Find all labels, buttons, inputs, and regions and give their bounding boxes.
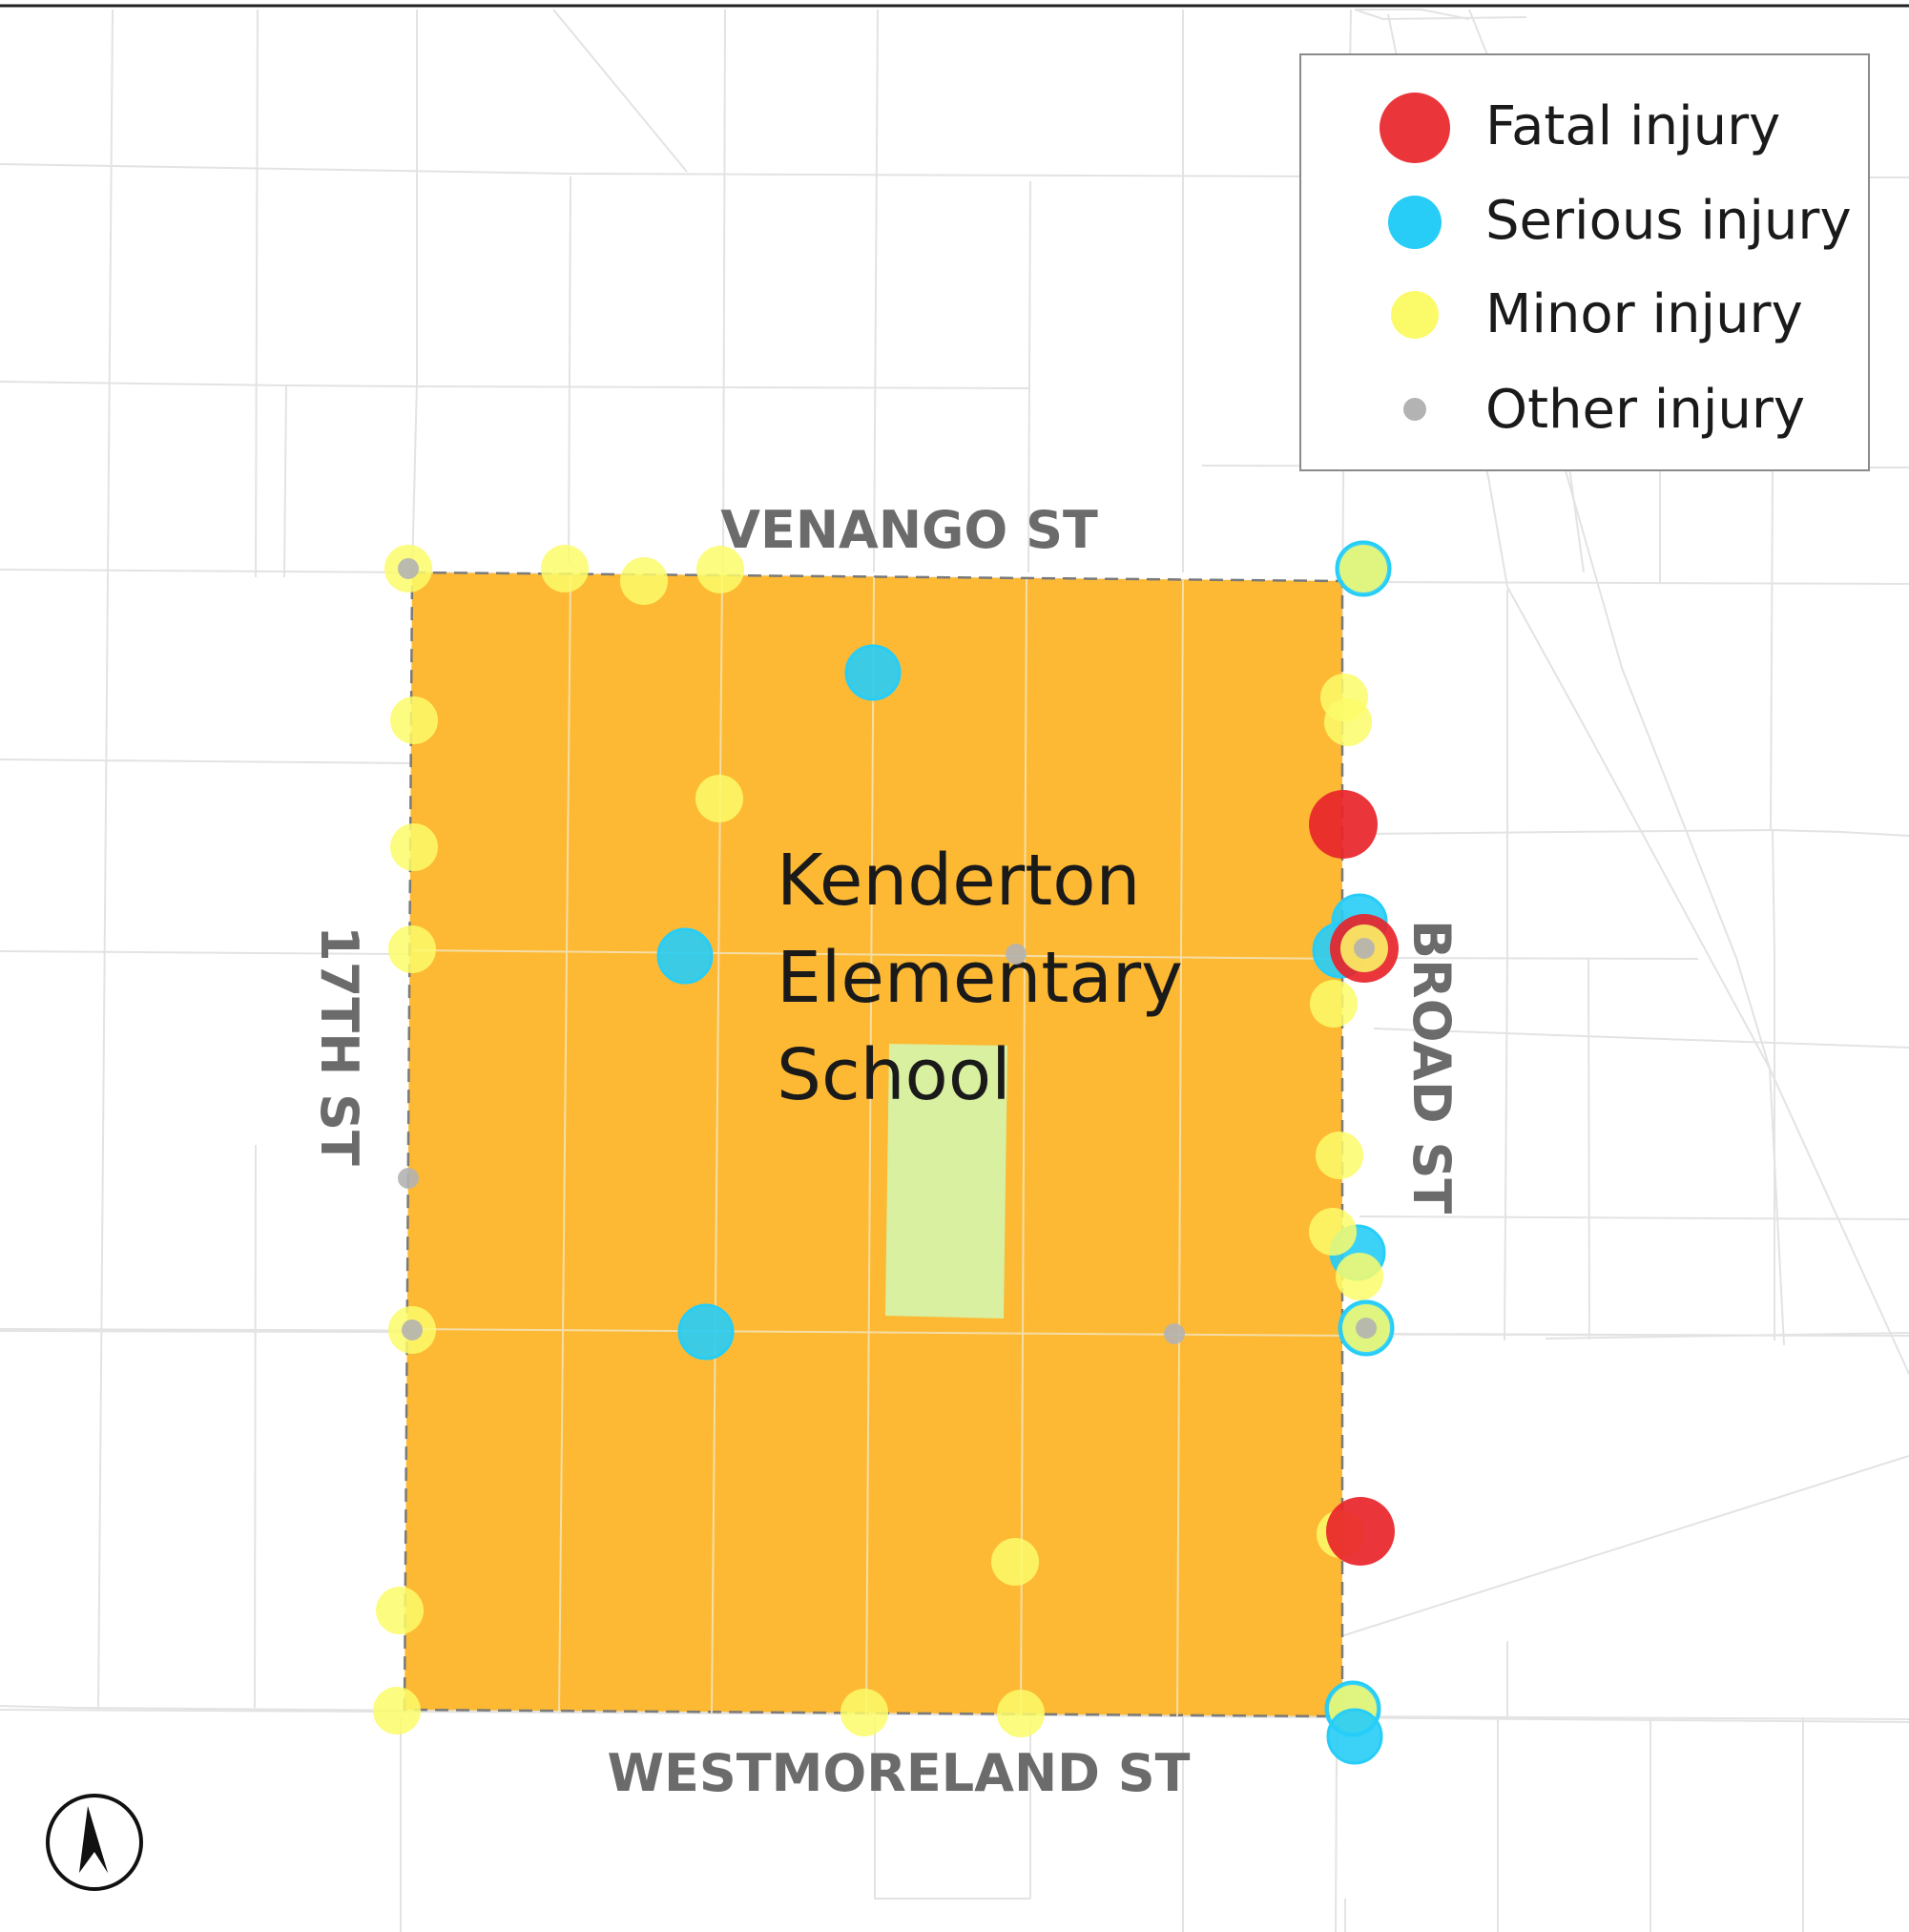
minor-injury-marker [1336,1253,1383,1300]
minor-injury-swatch [1391,291,1439,339]
other-injury-swatch [1403,398,1426,421]
minor-injury-marker [1310,980,1358,1028]
street-label-westmoreland: WESTMORELAND ST [607,1743,1190,1803]
other-injury-marker [402,1319,423,1340]
north-arrow-icon [46,1794,143,1891]
legend-label-serious: Serious injury [1485,190,1852,252]
serious-injury-marker [656,927,714,985]
minor-injury-marker [390,823,438,871]
street-label-broad: BROAD ST [1401,920,1462,1215]
minor-injury-marker [997,1690,1045,1737]
minor-injury-marker [373,1687,421,1735]
other-injury-marker [1164,1323,1185,1344]
other-injury-marker [398,1168,419,1189]
minor-injury-marker [695,775,743,822]
minor-injury-marker [1316,1132,1363,1179]
serious-injury-marker [844,644,902,701]
street-label-venango: VENANGO ST [720,500,1098,560]
school-yard [885,1044,1007,1319]
other-injury-marker [398,558,419,579]
minor-injury-marker [840,1689,888,1736]
legend-label-fatal: Fatal injury [1485,95,1781,157]
serious-injury-marker [1326,1708,1383,1765]
minor-injury-marker [388,925,436,973]
legend-item-fatal: Fatal injury [1301,81,1868,177]
legend-label-other: Other injury [1485,379,1806,441]
minor-injury-marker [1324,698,1372,746]
minor-injury-marker [620,557,668,605]
fatal-injury-swatch [1380,93,1450,163]
legend-item-minor: Minor injury [1301,272,1868,367]
serious-injury-marker [677,1303,735,1361]
fatal-injury-marker [1309,790,1378,859]
fatal-injury-marker [1326,1497,1395,1566]
minor-injury-marker [696,546,744,593]
minor-injury-marker [541,545,589,592]
other-injury-marker [1356,1318,1377,1339]
legend-item-serious: Serious injury [1301,177,1868,272]
minor-injury-marker [991,1538,1039,1586]
legend-label-minor: Minor injury [1485,283,1803,345]
minor-injury-marker [376,1587,424,1634]
street-label-17th: 17TH ST [309,925,369,1166]
school-name: Kenderton Elementary School [777,840,1205,1116]
serious-injury-swatch [1388,196,1442,249]
minor-injury-marker [390,696,438,744]
legend: Fatal injury Serious injury Minor injury… [1299,53,1870,471]
legend-item-other: Other injury [1301,367,1868,463]
other-injury-marker [1354,938,1375,959]
crash-markers [373,540,1399,1765]
minor-injury-marker [1309,1208,1357,1256]
other-injury-marker [1006,944,1027,965]
school-zone-streets [407,574,1343,1717]
minor-injury-marker [1339,545,1387,592]
